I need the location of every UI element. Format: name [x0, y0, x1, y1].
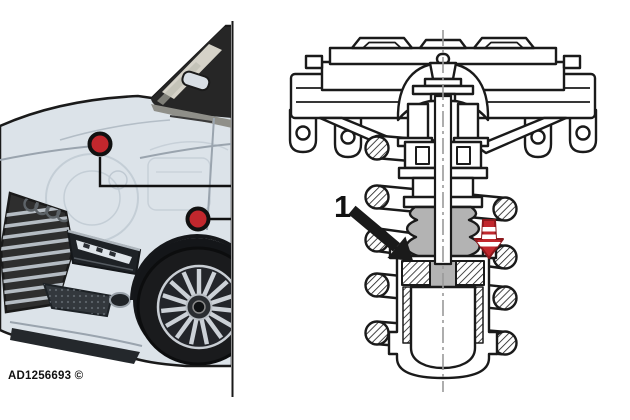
car-illustration: [0, 24, 231, 368]
side-mirror: [181, 70, 211, 92]
hub-cap: [192, 300, 206, 314]
fender-arch-edge: [130, 233, 231, 301]
grille-slats: [1, 196, 73, 306]
front-lip: [10, 328, 140, 364]
front-wheel: [130, 233, 231, 366]
mount-leg-left: [406, 102, 430, 142]
press-direction-arrow-icon: [474, 219, 504, 259]
hood-component-marker: [87, 131, 113, 157]
figure-id-label: AD1256693 ©: [8, 370, 84, 382]
spring-section-ends: [364, 135, 518, 356]
fog-lamp: [109, 292, 131, 308]
mount-leg-right: [456, 102, 480, 142]
fender-component-marker: [185, 206, 211, 232]
callout-1-label: 1: [334, 189, 352, 224]
alloy-rim: [156, 264, 231, 350]
mount-bushing-ears: [288, 108, 598, 159]
mount-left-tab: [304, 54, 324, 70]
component-markers: [87, 131, 231, 232]
hood-marker-leader-line: [98, 157, 231, 188]
bumper: [9, 282, 143, 364]
callout-arrow: [348, 205, 414, 262]
wiper-line: [169, 115, 213, 123]
mount-right-tab: [562, 54, 582, 70]
